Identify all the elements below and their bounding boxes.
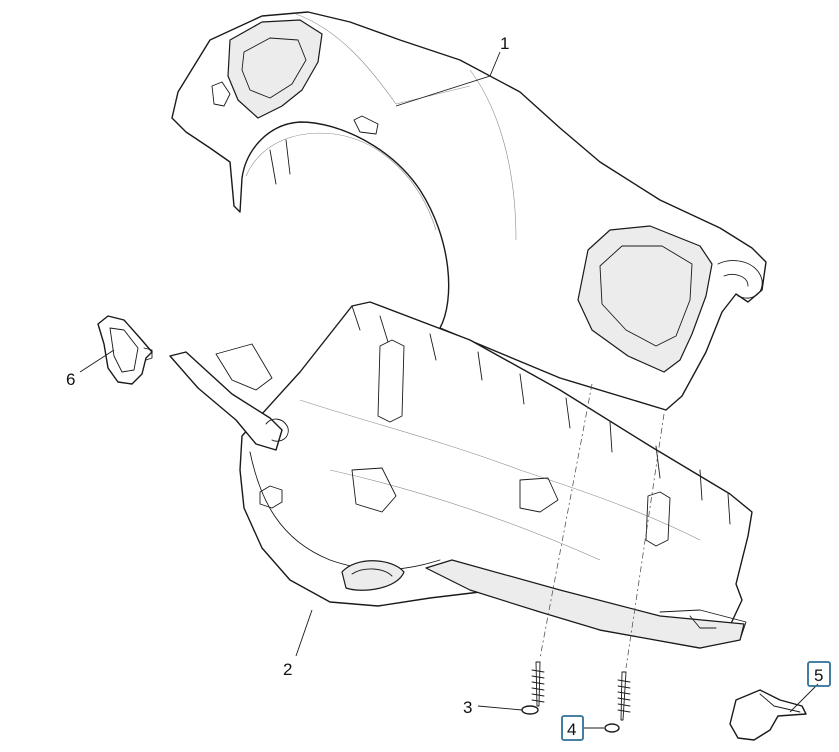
part-2-lower-cover — [169, 301, 753, 649]
part-1-upper-cover — [171, 11, 767, 411]
part-6-clip — [97, 315, 153, 385]
assembly-lines — [539, 383, 665, 669]
callout-4: 4 — [567, 720, 576, 739]
callout-5: 5 — [814, 666, 823, 685]
callout-3: 3 — [463, 698, 472, 717]
callout-1: 1 — [500, 34, 509, 53]
callout-5-box — [807, 661, 831, 687]
part-5-clip — [729, 689, 807, 741]
callout-6: 6 — [66, 370, 75, 389]
part-3-screw — [521, 661, 545, 715]
part-4-screw — [604, 671, 631, 733]
leader-lines — [79, 51, 819, 729]
callout-2: 2 — [283, 660, 292, 679]
callouts: 1 2 3 4 5 6 — [66, 34, 831, 741]
callout-4-box — [561, 715, 584, 741]
